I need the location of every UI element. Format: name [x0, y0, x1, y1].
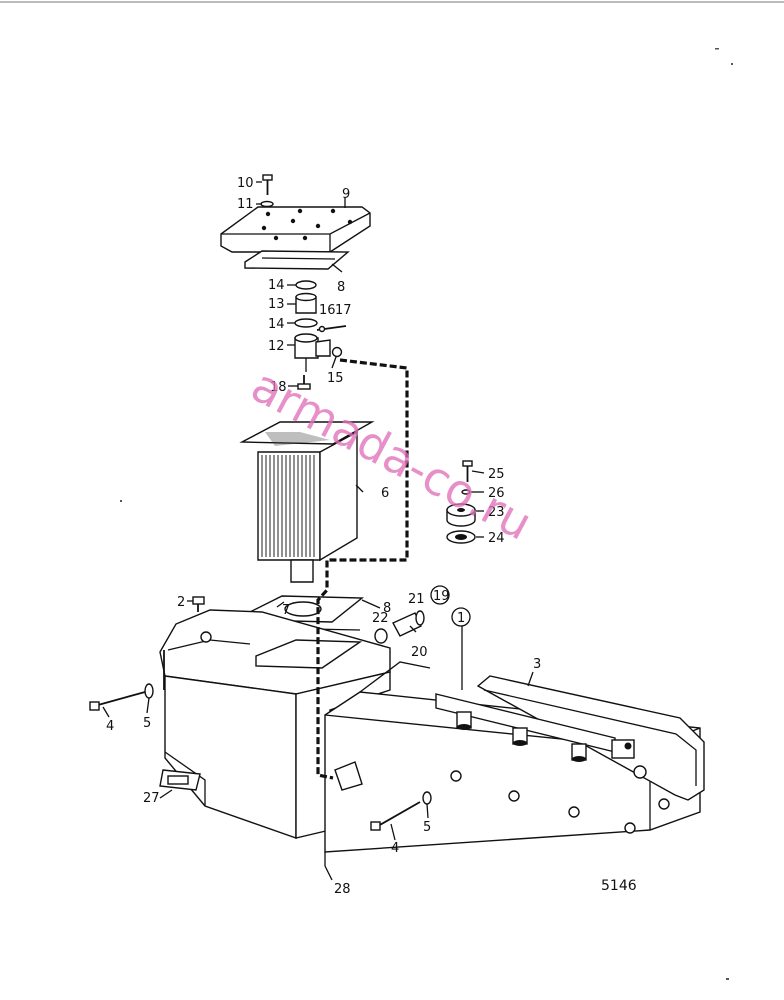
callout-10: 10 — [237, 176, 254, 191]
callout-4-left: 4 — [106, 719, 114, 734]
callout-1: 1 — [457, 611, 465, 626]
callout-22: 22 — [372, 611, 389, 626]
callout-19: 19 — [433, 589, 450, 604]
callout-6: 6 — [381, 486, 389, 501]
seal-24 — [446, 530, 476, 544]
callout-7: 7 — [282, 603, 290, 618]
seal-14-lower — [294, 318, 318, 328]
washer-26 — [461, 489, 471, 495]
callout-13: 13 — [268, 297, 285, 312]
coolant-pipes — [435, 693, 647, 779]
callout-16: 16 — [319, 303, 336, 318]
sleeve-13 — [295, 292, 317, 314]
bolt-4-left — [89, 691, 146, 711]
washer-11 — [260, 200, 274, 208]
coolant-hose — [316, 358, 409, 780]
callout-23: 23 — [488, 505, 505, 520]
bolt-4-right — [370, 801, 421, 831]
plug-2 — [192, 596, 205, 612]
callout-25: 25 — [488, 467, 505, 482]
callout-21: 21 — [408, 592, 425, 607]
callout-2: 2 — [177, 595, 185, 610]
cap-23 — [446, 503, 476, 527]
callout-18: 18 — [270, 380, 287, 395]
heat-exchanger-6 — [239, 421, 375, 583]
callout-28: 28 — [334, 882, 351, 897]
callout-24: 24 — [488, 531, 505, 546]
callout-14-lower: 14 — [268, 317, 285, 332]
callout-4-right: 4 — [391, 841, 399, 856]
leader-lines — [102, 181, 534, 881]
callout-3: 3 — [533, 657, 541, 672]
callout-19-circle — [430, 585, 450, 605]
seal-14-upper — [295, 280, 317, 290]
scan-specks — [120, 48, 733, 980]
callout-5-left: 5 — [143, 716, 151, 731]
gasket-8-top — [244, 250, 350, 270]
callout-9: 9 — [342, 187, 350, 202]
part-callouts: 10 11 9 8 14 13 14 16 17 12 15 18 6 25 2… — [106, 176, 541, 897]
washer-5-left — [144, 683, 154, 699]
callout-5-right: 5 — [423, 820, 431, 835]
callout-17: 17 — [335, 303, 352, 318]
cover-part — [220, 206, 371, 253]
callout-14-upper: 14 — [268, 278, 285, 293]
drawing-number: 5146 — [601, 878, 637, 894]
callout-8-top: 8 — [337, 280, 345, 295]
bolt-10 — [262, 174, 273, 195]
screw-25 — [462, 460, 473, 482]
washer-22 — [374, 628, 388, 644]
callout-26: 26 — [488, 486, 505, 501]
callout-12: 12 — [268, 339, 285, 354]
callout-1-circle — [451, 607, 471, 627]
callout-15: 15 — [327, 371, 344, 386]
callout-8-lower: 8 — [383, 601, 391, 616]
callout-11: 11 — [237, 197, 254, 212]
screw-16-17 — [316, 325, 347, 333]
thermostat-housing-12 — [294, 333, 343, 372]
nipple-20 — [392, 610, 425, 637]
callout-27: 27 — [143, 791, 160, 806]
callout-20: 20 — [411, 645, 428, 660]
washer-5-right — [422, 791, 432, 805]
